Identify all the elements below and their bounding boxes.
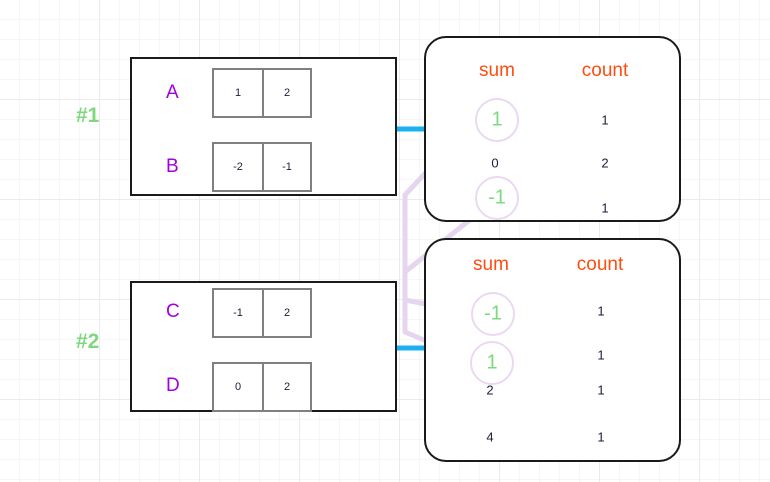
pair-cell-d-1: 2 bbox=[262, 364, 310, 410]
row-letter-d: D bbox=[166, 375, 180, 396]
pair-cell-b-1: -1 bbox=[262, 144, 310, 190]
pair-cell-b-0: -2 bbox=[233, 161, 243, 173]
table-2-row-1-sum: 1 bbox=[486, 351, 498, 374]
pair-cell-a-0: 1 bbox=[234, 87, 242, 99]
table-1-row-0-sum: 1 bbox=[491, 108, 503, 131]
pair-box-d: 0 2 bbox=[212, 362, 312, 412]
pair-cell-a-1: 2 bbox=[262, 70, 310, 116]
group-label-2: #2 bbox=[76, 330, 100, 353]
pair-box-b: -2 -1 bbox=[212, 142, 312, 192]
table-1-row-1-count: 2 bbox=[601, 155, 609, 171]
pair-cell-d-0: 0 bbox=[234, 381, 242, 393]
result-panel-2 bbox=[424, 238, 681, 462]
table-2-row-2-sum: 2 bbox=[486, 382, 494, 398]
table-2-row-3-sum: 4 bbox=[486, 429, 494, 445]
row-letter-b: B bbox=[166, 156, 179, 177]
table-2-row-0-highlight-circle bbox=[471, 292, 515, 336]
table-2-header-sum: sum bbox=[473, 254, 509, 275]
table-1-row-0-count: 1 bbox=[601, 112, 609, 128]
table-2-row-0-sum: -1 bbox=[484, 302, 502, 325]
table-2-row-0-count: 1 bbox=[597, 303, 605, 319]
table-1-row-2-sum: -1 bbox=[488, 186, 506, 209]
table-1-header-sum: sum bbox=[479, 60, 515, 81]
pair-cell-c-1: 2 bbox=[262, 290, 310, 336]
row-letter-c: C bbox=[166, 301, 180, 322]
result-panel-1 bbox=[424, 36, 681, 222]
table-1-header-count: count bbox=[581, 60, 629, 81]
table-2-row-1-count: 1 bbox=[597, 347, 605, 363]
row-letter-a: A bbox=[166, 82, 179, 103]
table-1-row-2-highlight-circle bbox=[475, 176, 519, 220]
pair-box-a: 1 2 bbox=[212, 68, 312, 118]
pair-cell-c-0: -1 bbox=[233, 307, 243, 319]
table-2-row-1-highlight-circle bbox=[470, 341, 514, 385]
pair-box-c: -1 2 bbox=[212, 288, 312, 338]
group-label-1: #1 bbox=[76, 104, 100, 127]
table-2-row-2-count: 1 bbox=[597, 382, 605, 398]
table-1-row-1-sum: 0 bbox=[491, 155, 499, 171]
table-1-row-2-count: 1 bbox=[601, 200, 609, 216]
table-2-row-3-count: 1 bbox=[597, 429, 605, 445]
table-2-header-count: count bbox=[576, 254, 624, 275]
table-1-row-0-highlight-circle bbox=[475, 98, 519, 142]
